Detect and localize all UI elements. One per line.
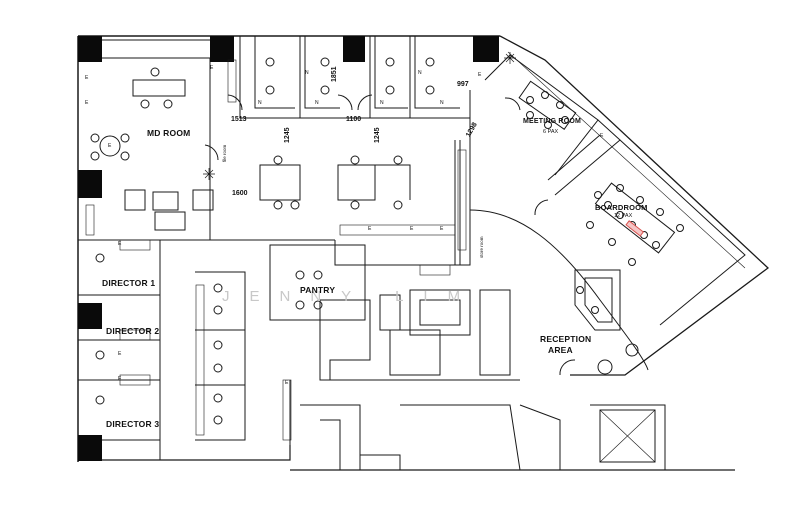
- n-marker: N: [440, 100, 444, 106]
- meeting-room-pax: 6 PAX: [543, 129, 559, 135]
- dimension-1851: 1851: [331, 66, 338, 82]
- e-marker: E: [478, 72, 482, 78]
- boardroom-label: BOARDROOM: [595, 203, 648, 212]
- e-marker: E: [85, 100, 89, 106]
- e-marker: E: [440, 226, 444, 232]
- director3-label: DIRECTOR 3: [106, 419, 160, 429]
- director2-label: DIRECTOR 2: [106, 326, 160, 336]
- e-marker: E: [600, 133, 604, 139]
- chairs: [90, 57, 684, 425]
- outer-wall-south: [78, 445, 291, 461]
- dimension-1513: 1513: [231, 116, 247, 123]
- store-room-note: store room: [479, 236, 484, 258]
- dimension-1100: 1100: [346, 116, 362, 123]
- n-marker: N: [380, 100, 384, 106]
- director1-label: DIRECTOR 1: [102, 278, 156, 288]
- plant-icons: [203, 52, 516, 180]
- director-wall: [78, 239, 161, 460]
- e-marker: E: [118, 241, 122, 247]
- dimension-997: 997: [457, 81, 469, 88]
- outer-wall-diagonal: [499, 35, 770, 376]
- watermark: JENNY LIM: [222, 288, 481, 305]
- n-marker: N: [305, 70, 309, 76]
- columns: [78, 36, 499, 461]
- meeting-room-label: MEETING ROOM: [523, 118, 582, 125]
- e-marker: E: [85, 75, 89, 81]
- core-wall: [319, 299, 371, 381]
- reception-label-2: AREA: [548, 345, 573, 355]
- boardroom-wall: [554, 119, 621, 196]
- e-marker: E: [118, 351, 122, 357]
- e-marker: E: [108, 143, 112, 149]
- md-room-wall: [78, 58, 211, 241]
- n-marker: N: [258, 100, 262, 106]
- dimension-1245-b: 1245: [374, 127, 381, 143]
- md-room-label: MD ROOM: [147, 128, 191, 138]
- meeting-room-wall: [484, 54, 599, 176]
- e-marker: E: [285, 380, 289, 386]
- e-marker: E: [118, 376, 122, 382]
- e-marker: E: [210, 65, 214, 71]
- e-marker: E: [368, 226, 372, 232]
- boardroom-pax: 12 PAX: [614, 213, 633, 219]
- dimension-1600: 1600: [232, 190, 248, 197]
- pantry-label: PANTRY: [300, 285, 336, 295]
- e-marker: E: [410, 226, 414, 232]
- n-marker: N: [418, 70, 422, 76]
- file-room-note: file room: [222, 144, 227, 162]
- n-marker: N: [315, 100, 319, 106]
- dimension-1245-a: 1245: [284, 127, 291, 143]
- reception-label-1: RECEPTION: [540, 334, 592, 344]
